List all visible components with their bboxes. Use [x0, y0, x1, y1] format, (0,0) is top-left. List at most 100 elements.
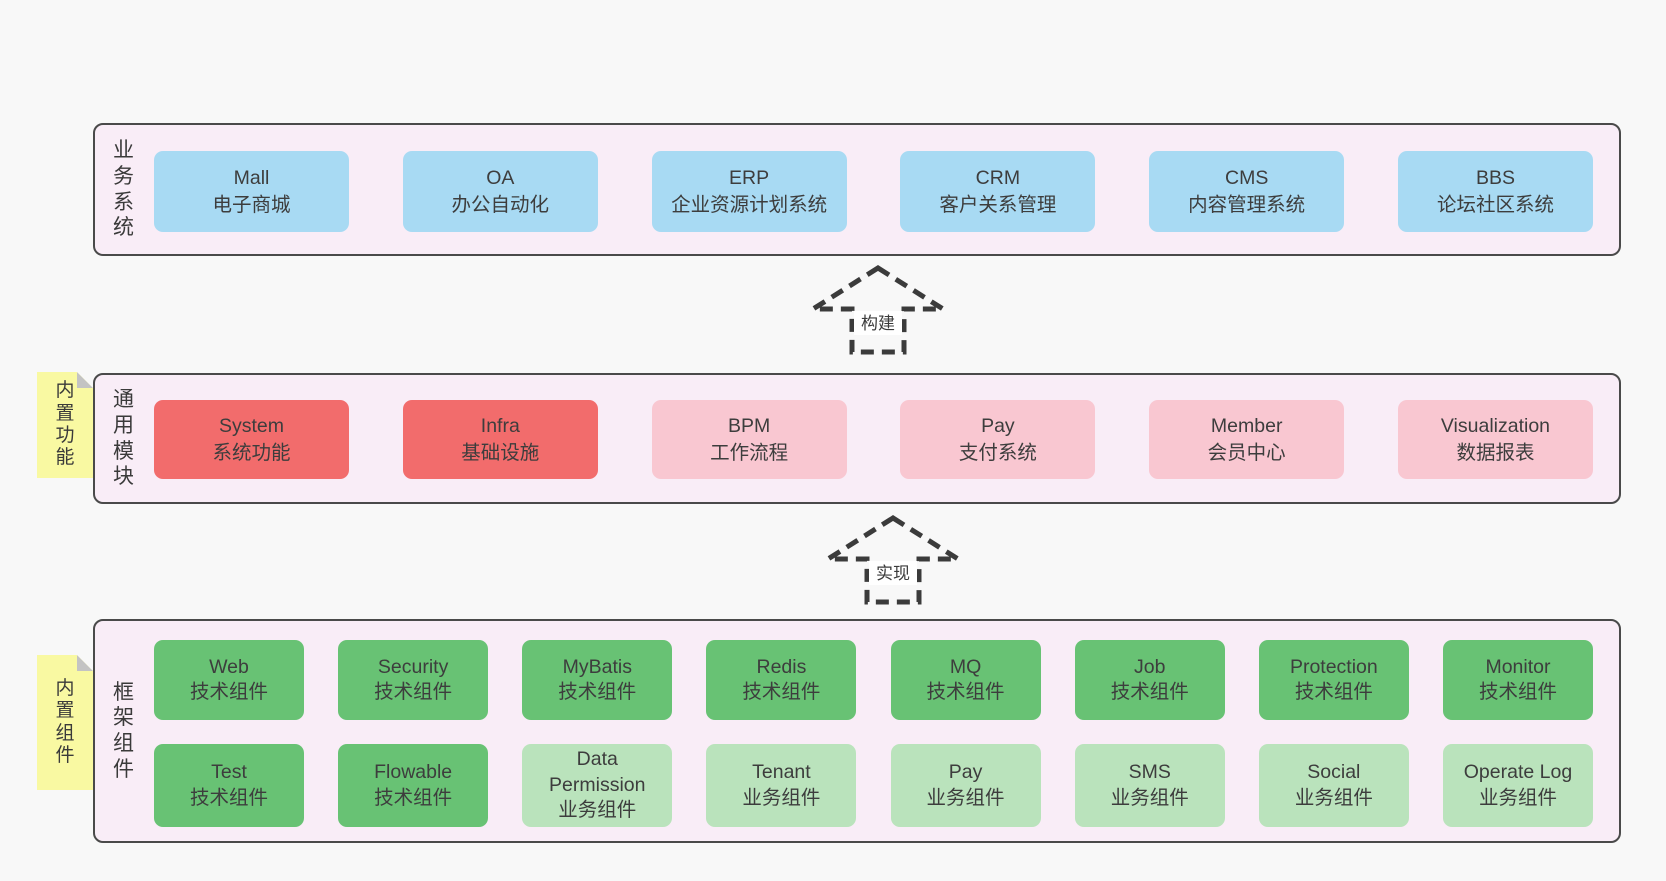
box-protection: Protection 技术组件: [1258, 640, 1409, 720]
box-erp: ERP 企业资源计划系统: [651, 151, 847, 232]
layer-business-systems: 业务系统 Mall 电子商城 OA 办公自动化 ERP 企业资源计划系统 CRM…: [93, 123, 1621, 256]
box-bpm: BPM 工作流程: [651, 400, 847, 479]
box-job: Job 技术组件: [1074, 640, 1225, 720]
box-member: Member 会员中心: [1149, 400, 1345, 479]
box-title: Protection: [1289, 655, 1378, 678]
box-security: Security 技术组件: [338, 640, 489, 720]
box-infra: Infra 基础设施: [402, 400, 598, 479]
box-title: Social: [1307, 761, 1361, 784]
box-mybatis: MyBatis 技术组件: [522, 640, 673, 720]
box-subtitle: 支付系统: [958, 441, 1037, 464]
layer-label: 业务系统: [113, 139, 135, 240]
box-data-permission: Data Permission 业务组件: [522, 744, 673, 827]
box-title: OA: [486, 167, 515, 190]
box-title: CRM: [975, 167, 1021, 190]
arrow-label: 构建: [861, 314, 895, 333]
box-subtitle: 技术组件: [189, 786, 268, 809]
arrow-label-bg: [854, 311, 902, 335]
box-subtitle: 客户关系管理: [939, 193, 1057, 216]
box-subtitle: 基础设施: [461, 441, 540, 464]
box-pay-component: Pay 业务组件: [890, 744, 1041, 827]
box-title: MyBatis: [562, 655, 632, 678]
box-row: Test 技术组件 Flowable 技术组件 Data Permission …: [154, 744, 1593, 827]
box-title: Operate Log: [1463, 761, 1573, 784]
box-tenant: Tenant 业务组件: [706, 744, 857, 827]
block-arrow-up-icon: [804, 265, 952, 355]
tag-label: 内置功能: [55, 380, 75, 469]
arrow-implement: 实现: [819, 515, 967, 605]
box-subtitle: 技术组件: [374, 786, 453, 809]
box-subtitle: 业务组件: [1110, 786, 1189, 809]
box-subtitle: 业务组件: [1294, 786, 1373, 809]
box-subtitle: 技术组件: [742, 681, 821, 703]
box-title: Mall: [233, 167, 270, 190]
box-subtitle: 技术组件: [1110, 681, 1189, 703]
box-test: Test 技术组件: [154, 744, 304, 827]
box-row: Mall 电子商城 OA 办公自动化 ERP 企业资源计划系统 CRM 客户关系…: [154, 151, 1593, 232]
box-title: BBS: [1475, 167, 1515, 190]
box-title: Infra: [480, 415, 520, 438]
box-subtitle: 论坛社区系统: [1436, 193, 1554, 216]
box-title: Flowable: [374, 761, 453, 784]
tag-built-in-features: 内置功能: [37, 372, 93, 478]
box-mq: MQ 技术组件: [890, 640, 1041, 720]
box-title: CMS: [1225, 167, 1269, 190]
box-subtitle: 业务组件: [558, 799, 637, 822]
folded-corner-icon: [77, 655, 93, 671]
box-subtitle: 工作流程: [710, 441, 789, 464]
layer-label: 通用模块: [113, 388, 135, 489]
box-title: Web: [209, 655, 249, 678]
box-mall: Mall 电子商城: [154, 151, 349, 232]
box-system: System 系统功能: [154, 400, 349, 479]
box-title: System: [218, 415, 284, 438]
box-subtitle: 技术组件: [926, 681, 1005, 703]
box-social: Social 业务组件: [1258, 744, 1409, 827]
box-subtitle: 业务组件: [926, 786, 1005, 809]
box-visualization: Visualization 数据报表: [1397, 400, 1593, 479]
box-subtitle: 内容管理系统: [1188, 193, 1306, 216]
box-title: Pay: [948, 761, 983, 784]
box-subtitle: 技术组件: [189, 681, 268, 703]
box-title: Member: [1210, 415, 1283, 438]
box-operate-log: Operate Log 业务组件: [1442, 744, 1593, 827]
box-row: Web 技术组件 Security 技术组件 MyBatis 技术组件 Redi…: [154, 640, 1593, 720]
box-cms: CMS 内容管理系统: [1149, 151, 1345, 232]
layer-label: 框架组件: [113, 680, 135, 781]
box-crm: CRM 客户关系管理: [900, 151, 1096, 232]
box-title: Tenant: [752, 761, 811, 784]
box-subtitle: 技术组件: [374, 681, 453, 703]
tag-built-in-components: 内置组件: [37, 655, 93, 790]
box-title: Security: [377, 655, 449, 678]
box-title: BPM: [727, 415, 771, 438]
box-oa: OA 办公自动化: [402, 151, 598, 232]
box-title: MQ: [949, 655, 982, 678]
box-subtitle: 会员中心: [1207, 441, 1286, 464]
arrow-label: 实现: [876, 564, 910, 583]
box-monitor: Monitor 技术组件: [1442, 640, 1593, 720]
box-pay: Pay 支付系统: [900, 400, 1096, 479]
box-subtitle: 技术组件: [1294, 681, 1373, 703]
box-subtitle: 电子商城: [212, 193, 291, 216]
box-title: Redis: [756, 655, 807, 678]
tag-label: 内置组件: [55, 677, 75, 766]
box-title: Test: [211, 761, 247, 784]
box-title: Data Permission: [549, 748, 646, 796]
layer-common-modules: 通用模块 System 系统功能 Infra 基础设施 BPM 工作流程 Pay…: [93, 373, 1621, 504]
box-sms: SMS 业务组件: [1074, 744, 1225, 827]
box-title: Monitor: [1485, 655, 1551, 678]
box-subtitle: 系统功能: [212, 441, 291, 464]
box-title: Job: [1133, 655, 1166, 678]
box-subtitle: 办公自动化: [451, 193, 550, 216]
box-title: Pay: [981, 415, 1015, 438]
box-subtitle: 企业资源计划系统: [671, 193, 828, 216]
box-title: Visualization: [1440, 415, 1551, 438]
box-redis: Redis 技术组件: [706, 640, 857, 720]
box-subtitle: 业务组件: [1478, 786, 1557, 809]
block-arrow-up-icon: [819, 515, 967, 605]
layer-framework-components: 框架组件 Web 技术组件 Security 技术组件 MyBatis 技术组件…: [93, 619, 1621, 843]
arrow-build: 构建: [804, 265, 952, 355]
arrow-label-bg: [869, 561, 917, 585]
folded-corner-icon: [77, 372, 93, 388]
box-flowable: Flowable 技术组件: [338, 744, 489, 827]
box-subtitle: 技术组件: [1478, 681, 1557, 703]
